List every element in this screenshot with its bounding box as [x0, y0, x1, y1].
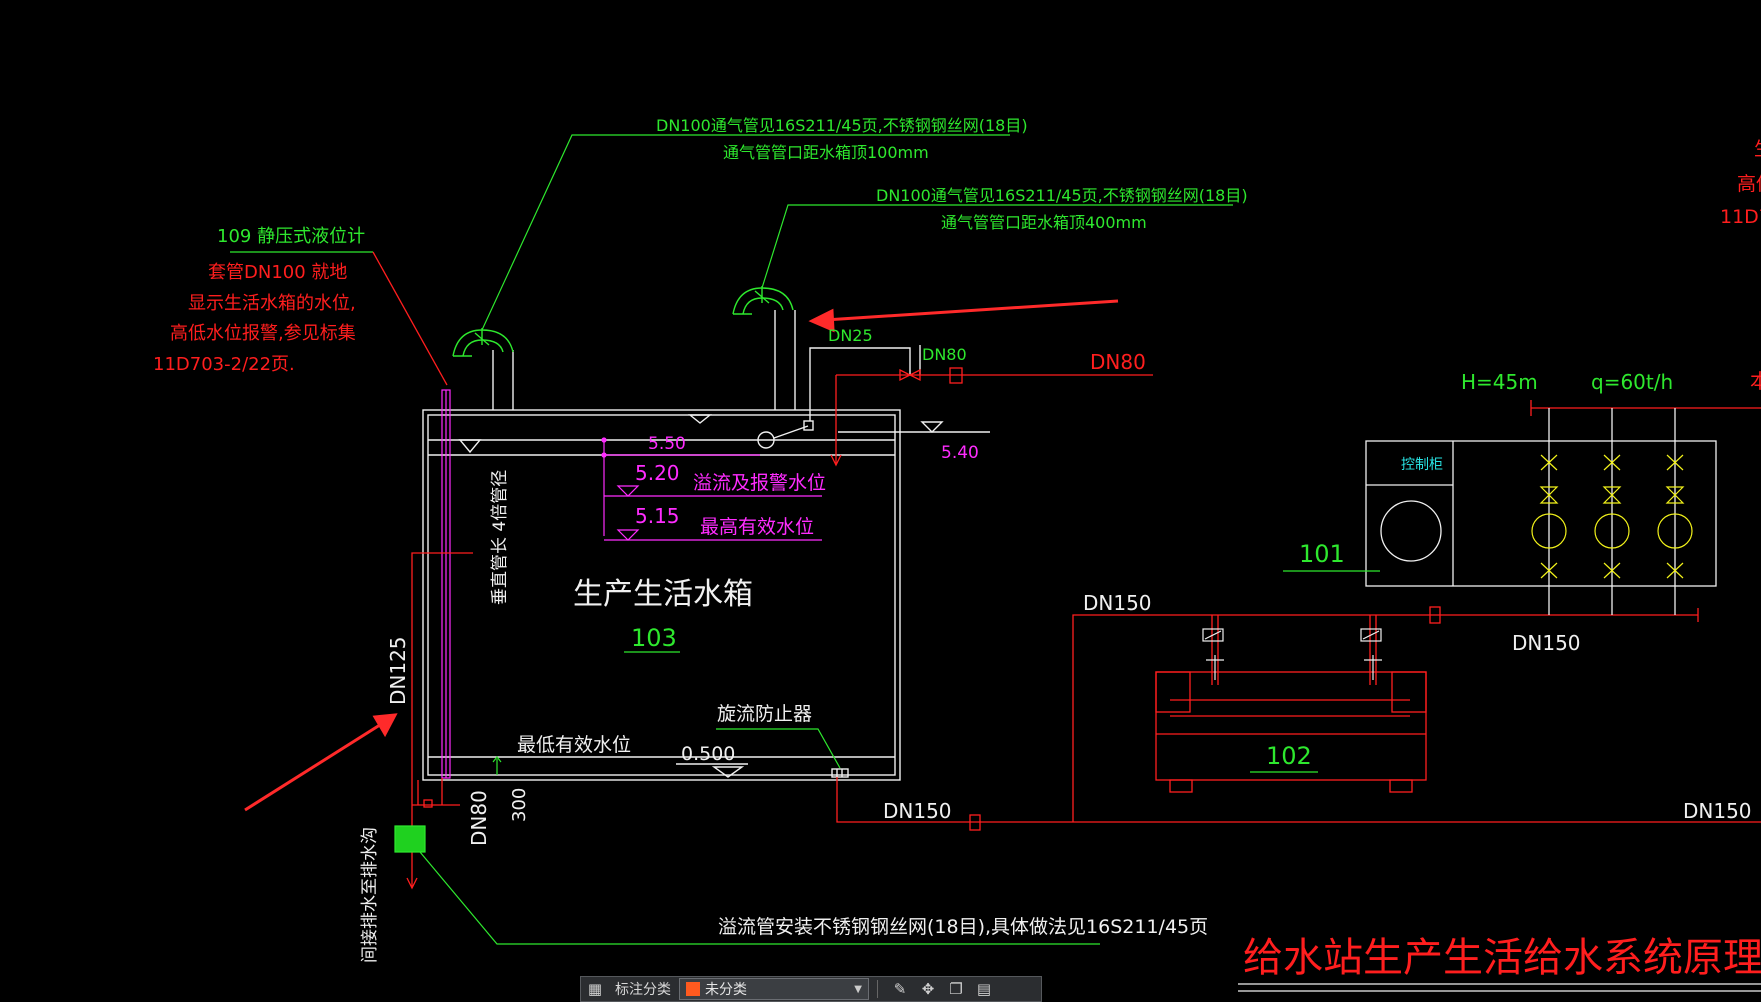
- red-piping: [372, 251, 1761, 890]
- vent2-note-line1: DN100通气管见16S211/45页,不锈钢钢丝网(18目): [876, 186, 1248, 205]
- level-meter-line2: 显示生活水箱的水位,: [188, 293, 356, 314]
- dn150-bottom-label: DN150: [883, 799, 952, 823]
- edge-text-2: 高低: [1737, 173, 1761, 195]
- annotation-arrows: [244, 299, 1119, 812]
- category-color-swatch: [686, 982, 700, 996]
- edge-text-1: 生: [1754, 138, 1761, 160]
- min-level-label: 最低有效水位: [517, 734, 631, 756]
- level-meter-line4: 11D703-2/22页.: [153, 354, 295, 375]
- dim-300: 300: [509, 788, 530, 822]
- edit-icon[interactable]: ✎: [893, 980, 907, 998]
- dn150-bottom-right-label: DN150: [1683, 799, 1752, 823]
- level-lines: [601, 437, 822, 541]
- level-meter-line1: 套管DN100 就地: [208, 262, 347, 283]
- overflow-note: 溢流管安装不锈钢钢丝网(18目),具体做法见16S211/45页: [718, 916, 1208, 938]
- pump-1: [1531, 454, 1567, 579]
- title-underline: [1238, 983, 1761, 992]
- dn80-drain-label: DN80: [467, 790, 491, 846]
- pump-unit-101: [1365, 408, 1717, 615]
- pump-flow-label: q=60t/h: [1591, 370, 1673, 394]
- level-meter-line3: 高低水位报警,参见标集: [170, 323, 356, 344]
- max-level-label: 最高有效水位: [700, 516, 814, 538]
- equip-102-label: 102: [1266, 742, 1312, 770]
- control-cabinet-label: 控制柜: [1401, 457, 1443, 473]
- category-label: 标注分类: [615, 982, 671, 998]
- copy-icon[interactable]: ❐: [949, 980, 963, 998]
- elev-550: 5.50: [648, 434, 686, 454]
- vent1-note-line1: DN100通气管见16S211/45页,不锈钢钢丝网(18目): [656, 116, 1028, 135]
- drain-note: 间接排水至排水沟: [360, 827, 380, 963]
- category-select-value: 未分类: [705, 982, 747, 998]
- green-underlines: [394, 570, 1380, 945]
- tank-number: 103: [631, 624, 677, 652]
- move-icon[interactable]: ✥: [921, 980, 935, 998]
- vent-cap-1: [452, 328, 514, 357]
- elev-515: 5.15: [635, 504, 680, 528]
- vent2-note-line2: 通气管管口距水箱顶400mm: [941, 213, 1147, 232]
- equip-101-label: 101: [1299, 540, 1345, 568]
- paste-icon[interactable]: ▤: [976, 980, 992, 998]
- water-tank: [422, 310, 990, 781]
- category-select[interactable]: 未分类 ▼: [679, 978, 869, 1000]
- edge-text-3: 11D7: [1720, 206, 1761, 228]
- grid-icon[interactable]: ▦: [587, 980, 603, 998]
- pump-3: [1657, 454, 1693, 579]
- dn125-label: DN125: [386, 636, 410, 705]
- pump-head-label: H=45m: [1461, 370, 1538, 394]
- dn80-inlet-label: DN80: [1090, 350, 1146, 374]
- chevron-down-icon: ▼: [854, 983, 862, 995]
- elev-520: 5.20: [635, 461, 680, 485]
- vortex-preventer-label: 旋流防止器: [717, 703, 812, 725]
- tank-name: 生产生活水箱: [573, 577, 753, 612]
- level-meter-title: 109 静压式液位计: [217, 226, 365, 247]
- dn150-top-label: DN150: [1083, 591, 1152, 615]
- vent1-note-line2: 通气管管口距水箱顶100mm: [723, 143, 929, 162]
- level-meter-pipe: [441, 389, 451, 779]
- pump-valves: [1531, 454, 1693, 579]
- equip-102-valves: [1202, 628, 1382, 680]
- dn25-label: DN25: [828, 326, 873, 345]
- overflow-level-label: 溢流及报警水位: [693, 472, 826, 494]
- dn80-small-label: DN80: [922, 345, 967, 364]
- vertical-pipe-note: 垂直管长 4倍管径: [490, 470, 510, 605]
- pump-2: [1594, 454, 1630, 579]
- vent-cap-2: [732, 286, 794, 315]
- toolbar-divider: [877, 980, 878, 998]
- elev-0500: 0.500: [681, 743, 735, 765]
- annotation-toolbar: ▦ 标注分类 未分类 ▼ ✎ ✥ ❐ ▤: [580, 976, 1042, 1002]
- elev-540: 5.40: [941, 443, 979, 463]
- dn150-pump-label: DN150: [1512, 631, 1581, 655]
- drawing-title: 给水站生产生活给水系统原理图: [1243, 935, 1761, 981]
- edge-text-4: 本: [1750, 369, 1761, 393]
- vent-leaders: [230, 134, 1233, 331]
